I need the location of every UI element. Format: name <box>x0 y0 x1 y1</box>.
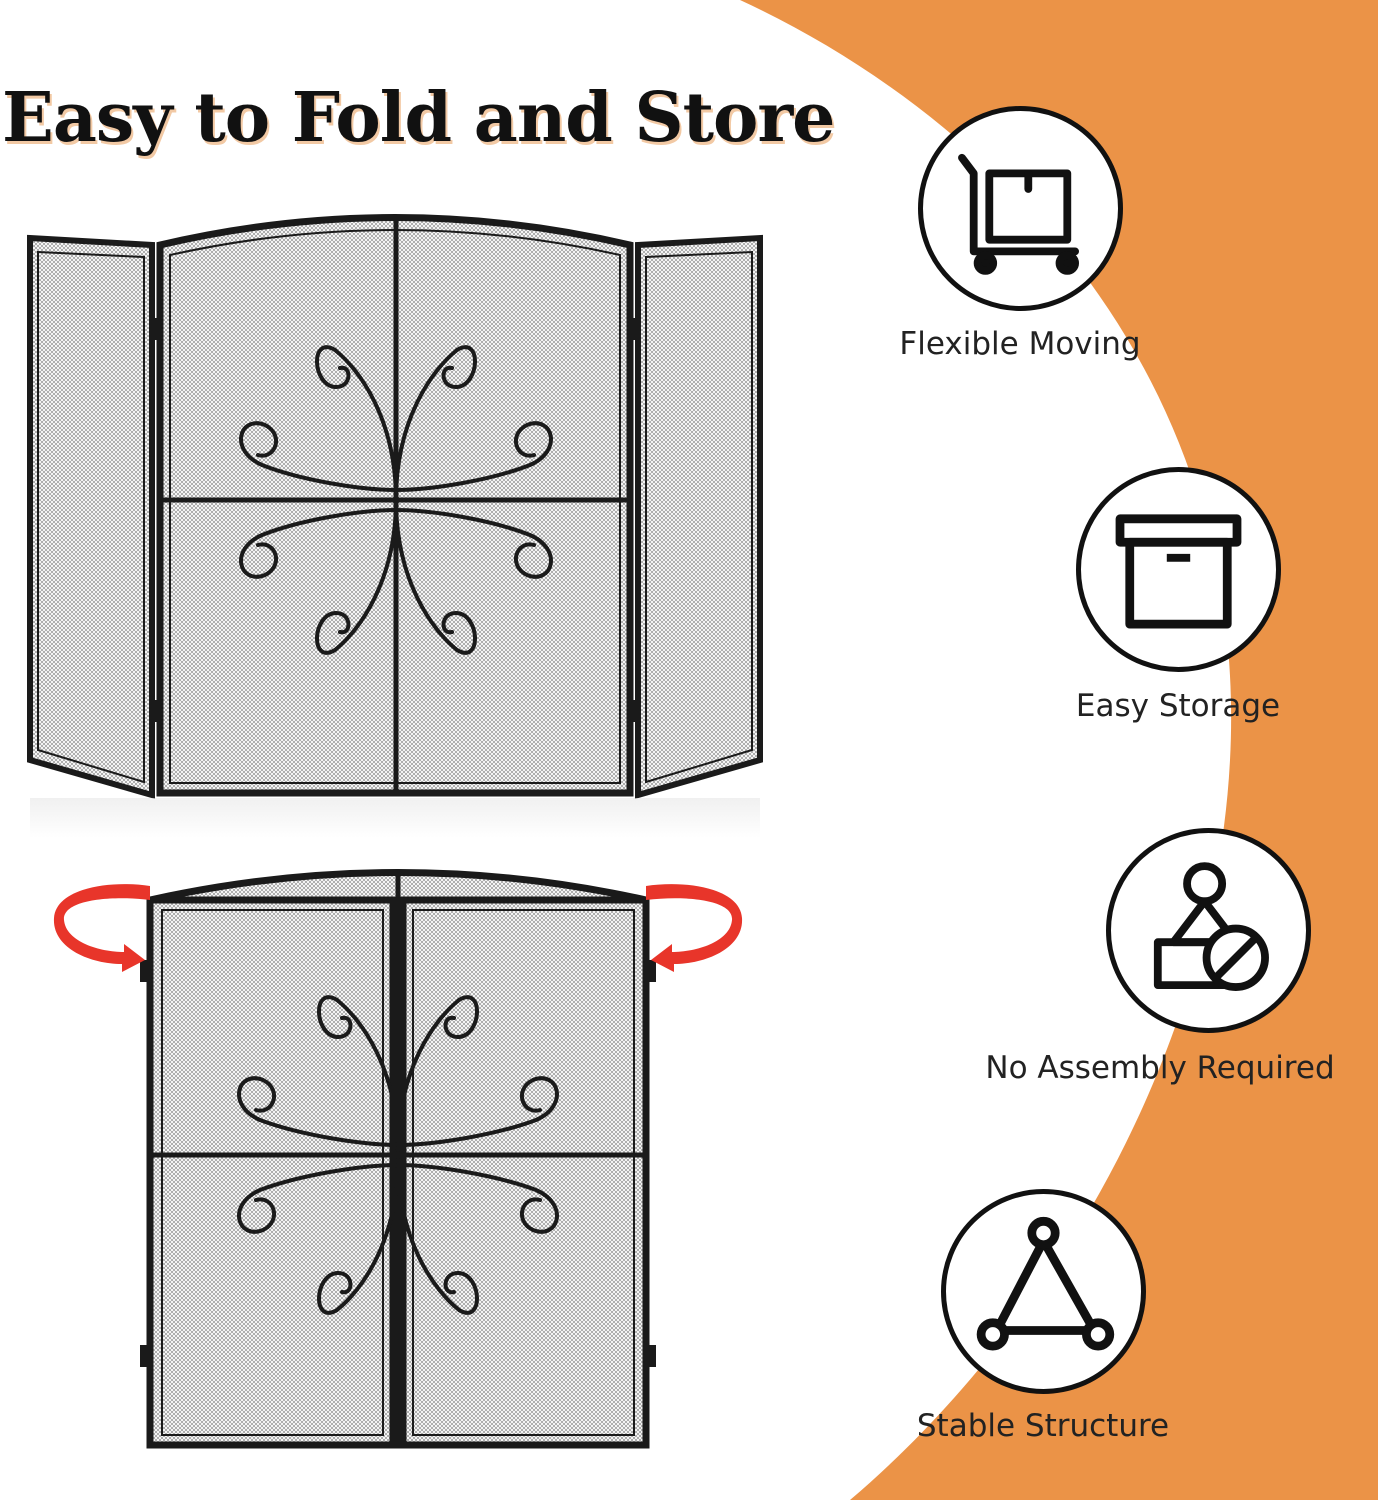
folded-scroll-ornament <box>237 995 559 1315</box>
triangle-structure-icon <box>976 1216 1115 1351</box>
feature-label: Easy Storage <box>1075 688 1281 724</box>
unfolded-scroll-ornament <box>239 345 553 655</box>
feature-badge <box>1106 828 1311 1033</box>
fold-arrow-left-icon <box>53 884 150 972</box>
shapes-icon <box>1153 862 1269 991</box>
feature-label: Stable Structure <box>916 1408 1170 1444</box>
headline: Easy to Fold and Store <box>2 78 835 158</box>
cart-icon <box>958 153 1079 275</box>
feature-badge <box>941 1189 1146 1394</box>
fold-arrow-right-icon <box>646 884 743 972</box>
feature-label: Flexible Moving <box>899 326 1141 362</box>
feature-badge <box>1076 467 1281 672</box>
storage-box-icon <box>1115 514 1242 629</box>
feature-badge <box>918 106 1123 311</box>
feature-label: No Assembly Required <box>985 1050 1335 1086</box>
